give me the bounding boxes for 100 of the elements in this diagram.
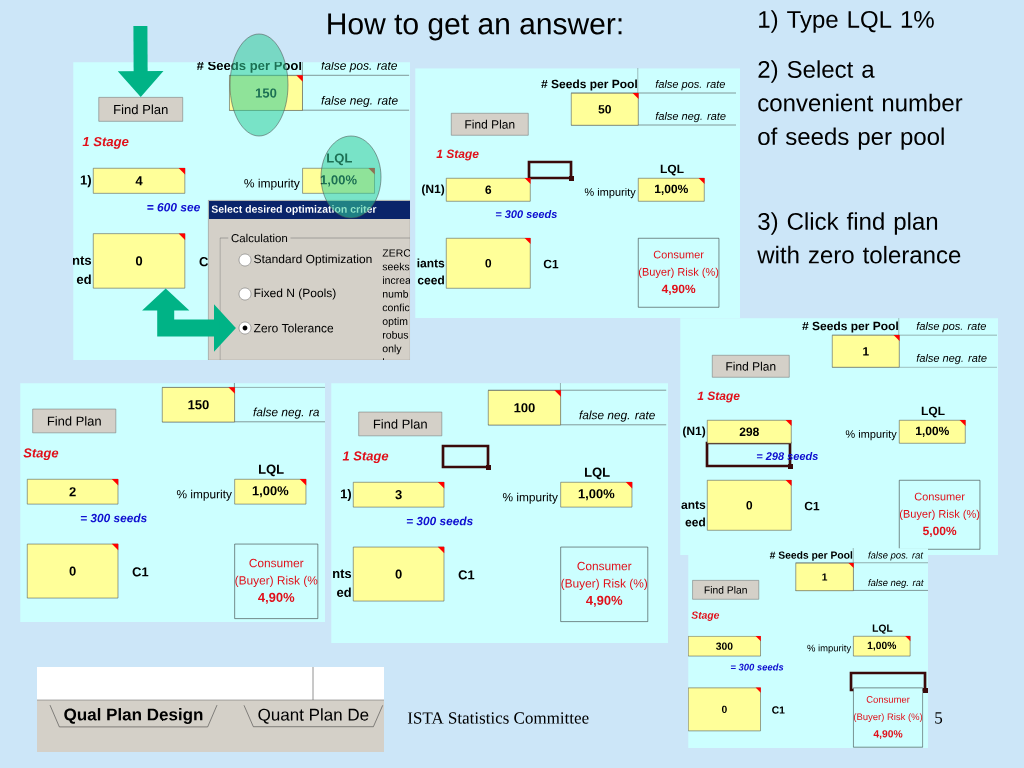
seed-count: = 300 seeds [406,516,473,526]
input-cell: 1 [795,562,854,591]
column-header: LQL [660,164,684,176]
instruction-text: 1) Type LQL 1% [759,10,934,33]
node-label: Fixed N (Pools) [254,288,336,300]
slide-title: How to get an answer: [328,13,622,41]
input-cell: 1,00% [899,420,966,444]
stage-label: Stage [691,611,720,621]
radio-option: Zero Tolerance [238,321,334,335]
rate-label: false neg. rate [579,410,655,422]
input-cell: 300 [688,636,761,657]
field-label: C1 [772,706,785,714]
input-cell: 50 [571,93,639,126]
node-label: Zero Tolerance [253,323,334,333]
field-label: (N1) [422,184,445,196]
instruction-text: 2) Select a convenient number of seeds per pool [758,60,963,150]
radio-option: Fixed N (Pools) [238,287,336,301]
node-label: Standard Optimization [254,254,372,266]
column-header: # Seeds per Pool [802,321,898,333]
column-header: LQL [872,624,893,634]
input-cell: 0 [93,233,186,289]
stage-label: 1 Stage [82,137,129,149]
column-header: LQL [327,153,352,166]
risk-box: Consumer (Buyer) Risk (%) 4,90% [853,687,923,748]
rate-label: false pos. rate [321,61,397,73]
instruction-text: 3) Click find plan with zero tolerance [757,212,961,264]
rate-label: false neg. rate [655,111,726,123]
stage-label: 1 Stage [436,149,479,161]
field-label: C1 [543,259,559,269]
find-plan-button: Find Plan [692,580,760,600]
field-label: C1 [804,501,820,511]
find-plan-button: Find Plan [32,408,117,434]
radio-option: Standard Optimization [238,253,372,267]
stage-label: 1 Stage [697,391,740,403]
field-label: (N1) [683,426,706,438]
field-label: C1 [458,570,475,580]
field-label: C [199,257,209,267]
input-cell: 1,00% [638,178,705,202]
input-cell: 0 [27,543,119,599]
stage-label: 1 Stage [342,451,389,464]
input-cell: 1,00% [234,479,307,505]
column-header: # Seeds per Pool [541,79,637,91]
input-cell: 4 [93,168,186,194]
field-label: % impurity [807,644,852,654]
seed-count: = 600 see [147,202,200,212]
risk-box: Consumer (Buyer) Risk (%) 5,00% [899,480,981,550]
rate-label: false neg. rat [868,579,924,588]
field-label: 1) [80,175,91,188]
title-bar: Select desired optimization criter [209,201,410,219]
footer-text: ISTA Statistics Committee [407,712,589,724]
input-cell: 2 [27,479,119,505]
find-plan-button: Find Plan [98,97,183,122]
field-label: C1 [132,567,149,577]
rate-label: false pos. rate [916,321,986,333]
field-label: ceed [417,275,444,285]
risk-box: Consumer (Buyer) Risk (%) 4,90% [638,238,720,308]
stage-label: Stage [23,448,59,461]
input-cell: 1,00% [560,482,633,508]
input-cell: 0 [688,687,761,732]
rate-label: false neg. rate [321,95,398,108]
sheet-tab: Qual Plan Design [49,704,218,728]
input-cell: 150 [229,75,303,111]
input-cell: 0 [707,480,792,531]
input-cell: 150 [162,387,235,423]
input-cell: 298 [707,420,792,444]
find-plan-button: Find Plan [712,355,790,378]
seed-count: = 300 seeds [80,513,147,523]
column-header: # Seeds per Pool [769,551,853,561]
column-header: LQL [259,464,284,477]
field-label: ed [76,274,91,284]
field-label: ed [337,587,351,597]
seed-count: = 300 seeds [730,663,784,671]
column-header: LQL [585,467,610,480]
find-plan-button: Find Plan [451,113,529,136]
field-label: % impurity [176,489,232,501]
seed-count: = 300 seeds [495,209,557,219]
sheet-tab: Quant Plan De [243,705,383,727]
field-label: eed [685,517,705,527]
field-label: nts [333,569,352,579]
rate-label: false pos. rat [868,551,924,561]
input-cell: 0 [446,238,531,289]
input-cell: 6 [446,178,531,202]
field-label: % impurity [584,187,636,199]
input-cell: 100 [488,390,561,426]
input-cell: 1 [832,335,900,368]
field-label: iants [417,258,445,268]
find-plan-button: Find Plan [358,411,443,437]
field-label: % impurity [502,492,558,504]
rate-label: false pos. rate [655,79,725,91]
field-label: nts [72,256,92,265]
input-cell: 3 [353,482,445,508]
column-header: LQL [921,406,945,418]
rate-label: false neg. ra [253,407,319,419]
field-label: 1) [340,488,351,502]
input-cell: 1,00% [853,636,911,657]
field-label: % impurity [244,178,300,190]
risk-box: Consumer (Buyer) Risk (% 4,90% [234,543,319,619]
input-cell: 0 [353,546,445,602]
field-label: % impurity [845,429,897,441]
rate-label: false neg. rate [916,353,987,365]
